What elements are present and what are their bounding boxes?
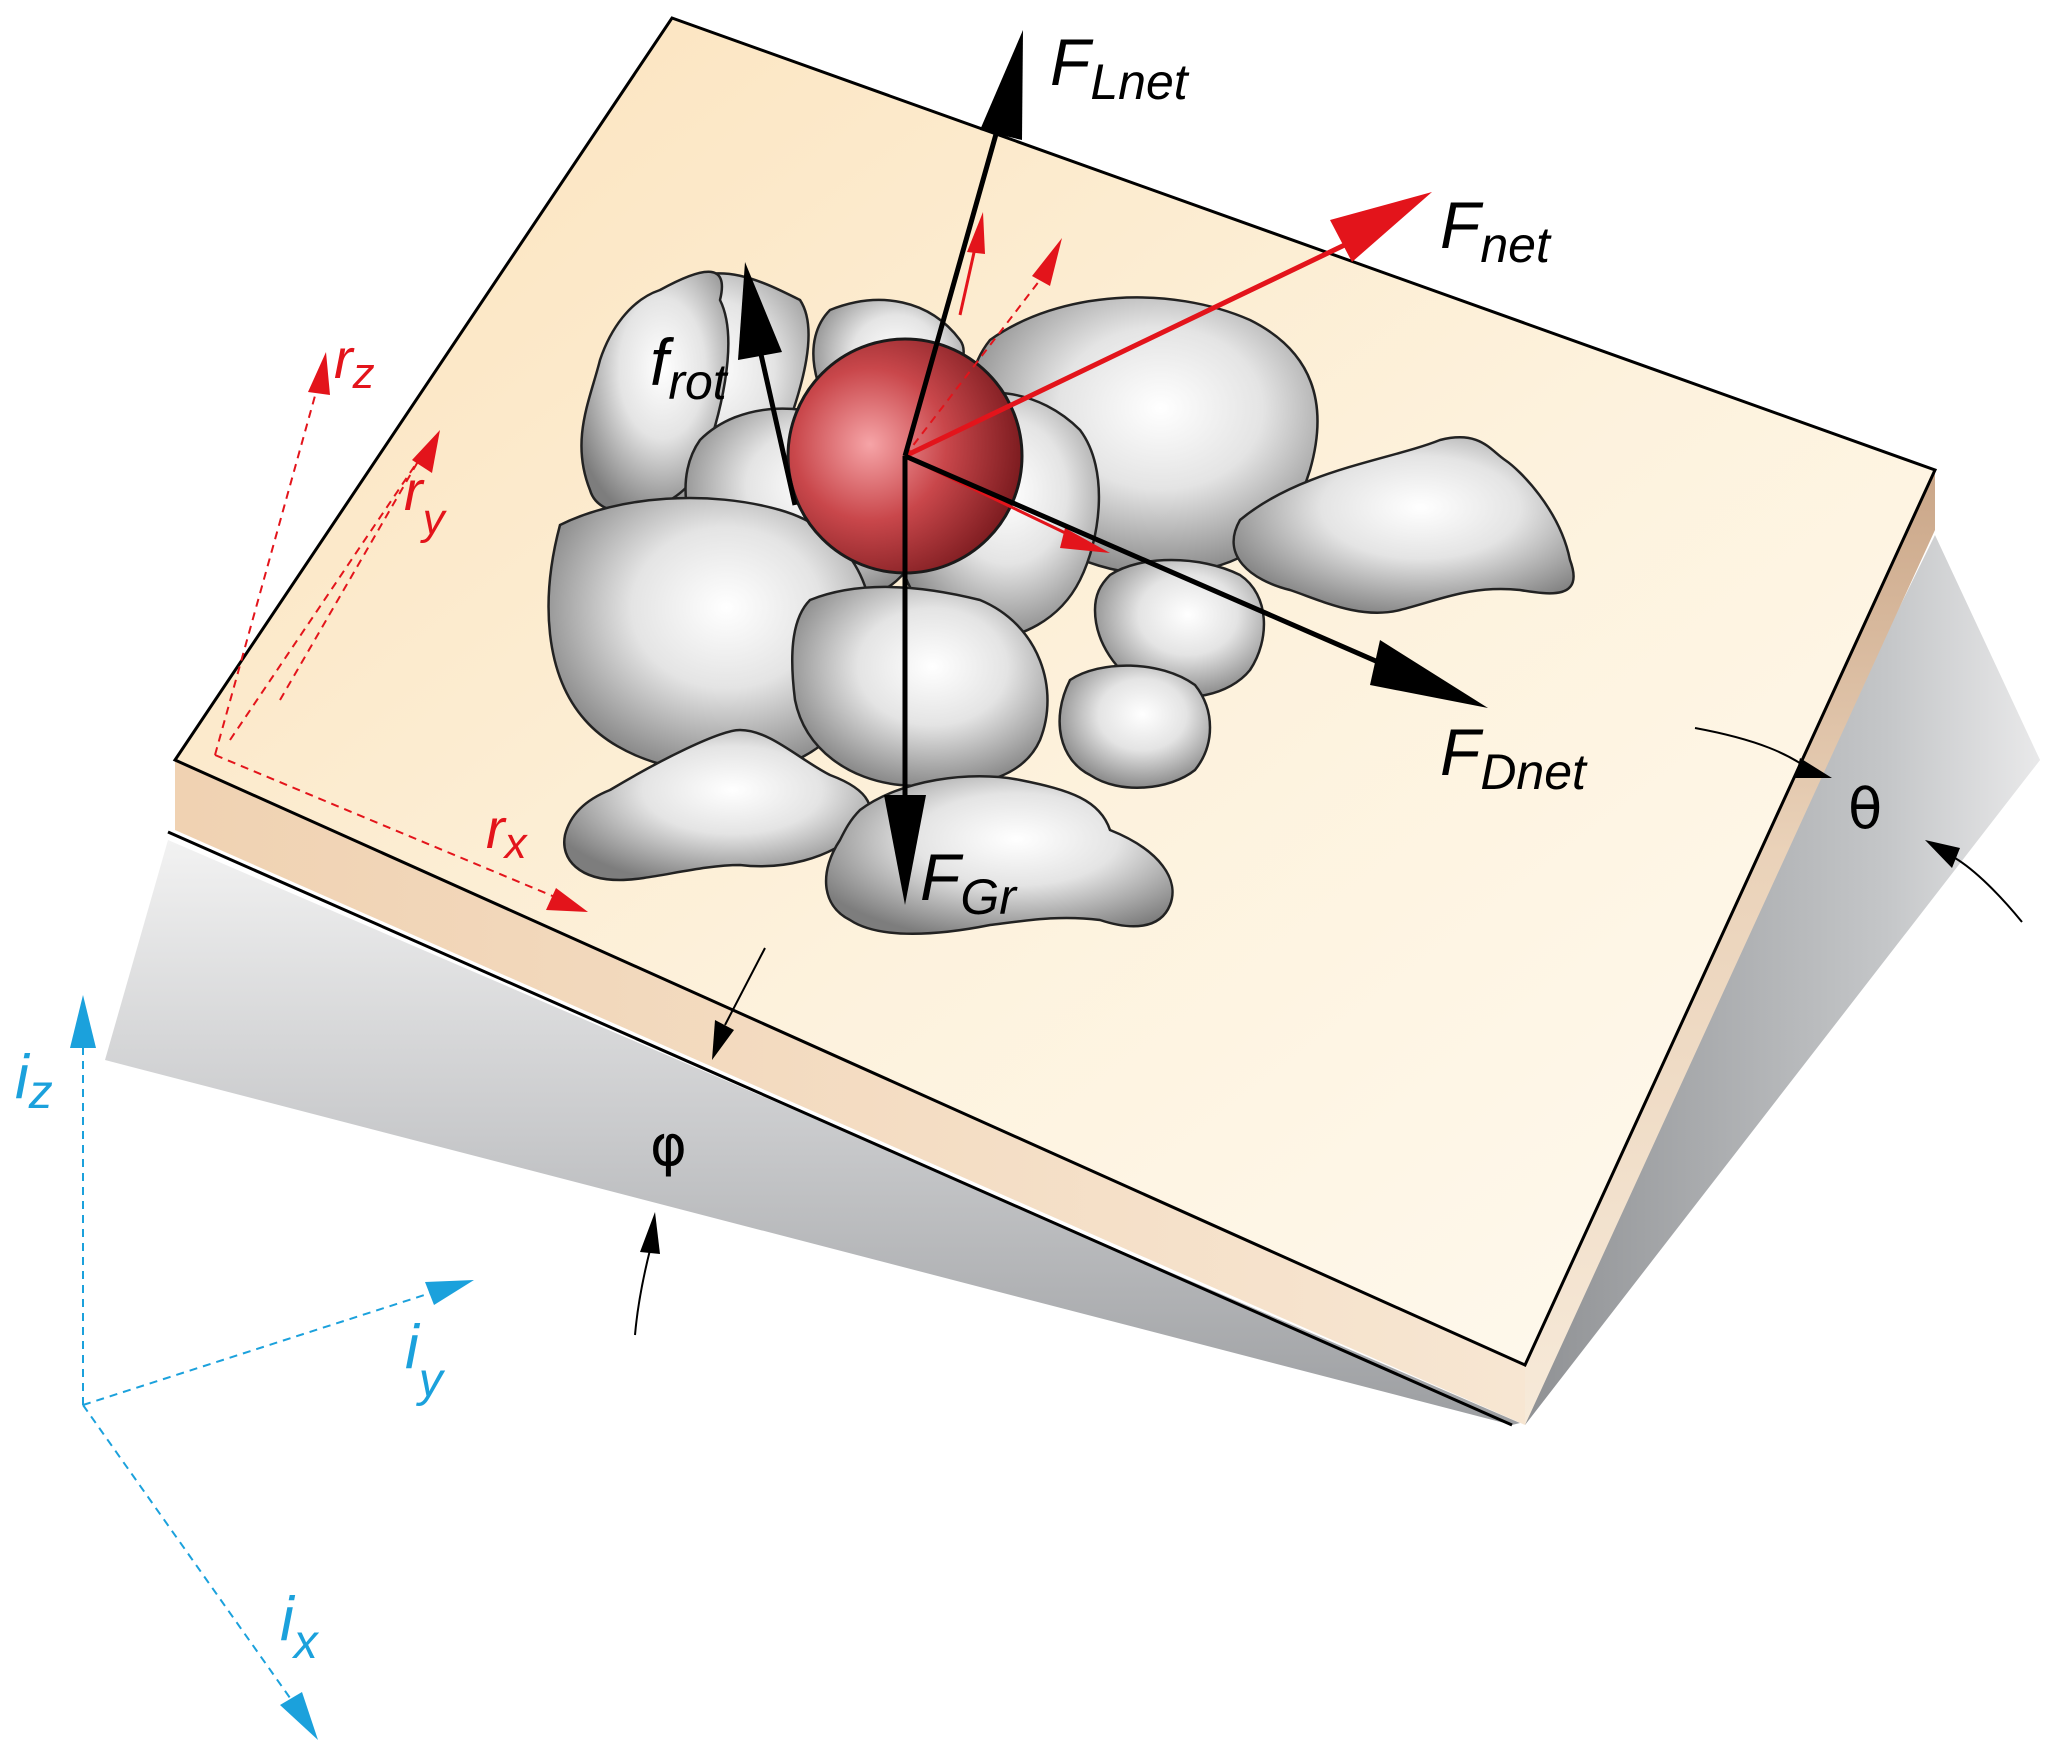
label-F-Lnet: FLnet bbox=[1050, 25, 1190, 110]
wedge-front-face bbox=[105, 840, 1520, 1425]
bed-grain bbox=[791, 585, 1049, 788]
fnet-arrowhead bbox=[1330, 192, 1432, 262]
phi-lower-arc bbox=[634, 1249, 651, 1336]
plate-front-bottom-line bbox=[167, 830, 1513, 1427]
global-axis-arrowheads bbox=[70, 995, 474, 1740]
theta-lower-arc bbox=[1954, 857, 2023, 923]
inclined-wedge bbox=[105, 535, 2040, 1425]
local-axis-ry-line-2 bbox=[279, 457, 421, 701]
global-axis-labels: iz iy ix bbox=[15, 1043, 446, 1669]
global-axis-ix-line bbox=[82, 1404, 296, 1706]
label-r-x: rx bbox=[486, 797, 529, 868]
flift-small-arrow bbox=[958, 247, 977, 316]
plate-right-edge bbox=[1525, 470, 1935, 1425]
label-theta: θ bbox=[1848, 777, 1882, 842]
local-axis-rx-line bbox=[214, 754, 556, 898]
flnet-arrow-shaft bbox=[902, 119, 1003, 457]
local-axis-arrowheads bbox=[308, 352, 588, 912]
black-force-arrows bbox=[738, 30, 1488, 905]
flift-small-arrowhead bbox=[967, 212, 985, 254]
component-dashed-arrowhead bbox=[1032, 238, 1062, 286]
label-F-Dnet: FDnet bbox=[1440, 715, 1588, 800]
iy-arrowhead bbox=[425, 1280, 474, 1305]
phi-upper-line bbox=[724, 947, 766, 1026]
force-labels: FLnet Fnet FDnet FGr frot bbox=[650, 25, 1588, 925]
bed-grain bbox=[563, 728, 872, 882]
angle-labels: θ φ bbox=[650, 777, 1882, 1179]
fdnet-arrowhead bbox=[1370, 640, 1488, 708]
theta-lower-arrowhead bbox=[1925, 840, 1960, 868]
ry-arrowhead bbox=[412, 430, 440, 473]
phi-lower-arrowhead bbox=[640, 1212, 660, 1254]
bed-grain bbox=[1232, 436, 1575, 614]
label-r-z: rz bbox=[334, 327, 375, 398]
rz-arrowhead bbox=[308, 352, 330, 395]
global-axes bbox=[82, 1030, 441, 1706]
label-i-y: iy bbox=[405, 1313, 446, 1407]
plate-front-edge bbox=[175, 760, 1525, 1425]
label-r-y: ry bbox=[404, 459, 448, 544]
theta-indicator bbox=[1694, 727, 2023, 923]
wedge-right-shade bbox=[1525, 535, 2040, 1425]
label-phi: φ bbox=[650, 1114, 687, 1179]
fgr-arrowhead bbox=[884, 795, 926, 905]
local-axis-labels: rz ry rx bbox=[334, 327, 529, 868]
frot-arrow-shaft bbox=[757, 349, 798, 506]
component-dashed bbox=[904, 279, 1041, 457]
bed-grain bbox=[1058, 664, 1212, 789]
global-axis-iy-line bbox=[82, 1289, 441, 1406]
label-F-Gr: FGr bbox=[920, 840, 1018, 925]
label-f-rot: frot bbox=[650, 325, 729, 410]
flnet-arrowhead bbox=[980, 30, 1023, 140]
iz-arrowhead bbox=[70, 995, 96, 1048]
fdrag-small-arrowhead bbox=[1060, 528, 1110, 553]
phi-upper-arrowhead bbox=[712, 1020, 734, 1060]
frot-arrowhead bbox=[738, 262, 782, 360]
local-axis-ry-line bbox=[229, 457, 421, 741]
fnet-arrow-shaft bbox=[903, 237, 1357, 459]
label-i-z: iz bbox=[15, 1043, 53, 1119]
phi-indicator bbox=[634, 947, 766, 1336]
label-F-net: Fnet bbox=[1440, 188, 1552, 273]
label-i-x: ix bbox=[280, 1585, 320, 1669]
local-axes bbox=[214, 384, 556, 898]
rx-arrowhead bbox=[546, 888, 588, 912]
fdnet-arrow-shaft bbox=[904, 453, 1386, 668]
ix-arrowhead bbox=[280, 1692, 318, 1740]
theta-upper-arrowhead bbox=[1795, 758, 1832, 778]
